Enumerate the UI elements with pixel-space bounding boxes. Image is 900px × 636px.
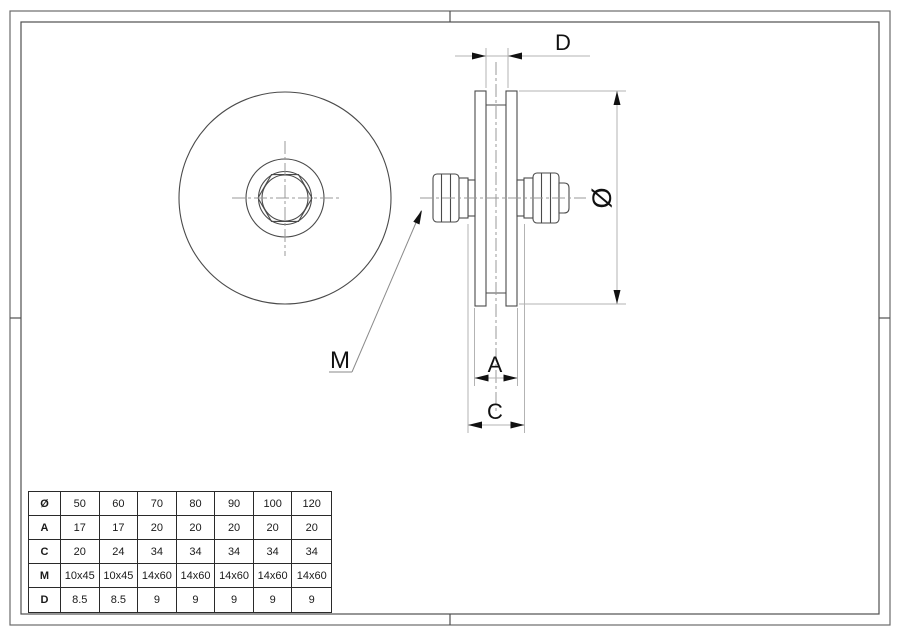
dim-d-arrow-left <box>472 52 486 60</box>
leader-m: M <box>329 210 422 374</box>
table-cell: 80 <box>176 492 216 516</box>
table-cell: 10x45 <box>99 564 139 588</box>
table-cell: 34 <box>292 540 331 564</box>
table-cell: 24 <box>99 540 139 564</box>
table-row-header: A <box>29 516 61 540</box>
table-row-header: M <box>29 564 61 588</box>
table-cell: 17 <box>99 516 139 540</box>
table-cell: 14x60 <box>176 564 216 588</box>
dim-dia-arrow-top <box>613 91 621 105</box>
dimension-a: A <box>474 308 518 386</box>
sheet-frame <box>9 10 891 626</box>
dimension-diameter: Ø <box>519 90 626 305</box>
table-cell: 50 <box>61 492 100 516</box>
table-cell: 20 <box>138 516 177 540</box>
table-cell: 14x60 <box>292 564 331 588</box>
dim-c-label: C <box>487 399 503 424</box>
leader-m-arrowhead <box>413 210 422 225</box>
table-cell: 100 <box>253 492 293 516</box>
leader-m-line <box>351 210 422 373</box>
table-cell: 34 <box>215 540 254 564</box>
table-row-header: Ø <box>29 492 61 516</box>
table-cell: 20 <box>253 516 293 540</box>
table-cell: 70 <box>138 492 177 516</box>
dimension-d: D <box>455 30 590 88</box>
table-cell: 90 <box>215 492 254 516</box>
table-cell: 34 <box>138 540 177 564</box>
table-cell: 60 <box>99 492 139 516</box>
dim-d-label: D <box>555 30 571 55</box>
table-cell: 20 <box>215 516 254 540</box>
dimension-c: C <box>467 224 525 433</box>
dim-dia-label: Ø <box>587 187 617 208</box>
table-cell: 8.5 <box>61 588 100 612</box>
dim-a-label: A <box>488 352 503 377</box>
table-cell: 20 <box>61 540 100 564</box>
table-cell: 20 <box>292 516 331 540</box>
table-cell: 9 <box>215 588 254 612</box>
table-cell: 8.5 <box>99 588 139 612</box>
leader-m-label: M <box>330 347 350 374</box>
table-cell: 10x45 <box>61 564 100 588</box>
table-row-header: C <box>29 540 61 564</box>
dim-a-arrow-left <box>474 374 489 382</box>
table-cell: 9 <box>138 588 177 612</box>
table-cell: 9 <box>253 588 293 612</box>
table-cell: 34 <box>253 540 293 564</box>
table-cell: 20 <box>176 516 216 540</box>
table-cell: 14x60 <box>253 564 293 588</box>
dim-c-arrow-left <box>468 421 482 429</box>
dim-c-arrow-right <box>510 421 525 429</box>
table-cell: 120 <box>292 492 331 516</box>
table-cell: 9 <box>292 588 331 612</box>
table-cell: 9 <box>176 588 216 612</box>
wheel-outer-circle <box>178 91 392 305</box>
dim-a-arrow-right <box>503 374 518 382</box>
dim-d-arrow-right <box>508 52 522 60</box>
table-cell: 14x60 <box>138 564 177 588</box>
table-cell: 17 <box>61 516 100 540</box>
table-cell: 34 <box>176 540 216 564</box>
dim-dia-arrow-bottom <box>613 290 621 304</box>
side-view-centerlines <box>420 62 586 412</box>
front-view-centerlines <box>232 141 340 256</box>
table-row-header: D <box>29 588 61 612</box>
table-cell: 14x60 <box>215 564 254 588</box>
